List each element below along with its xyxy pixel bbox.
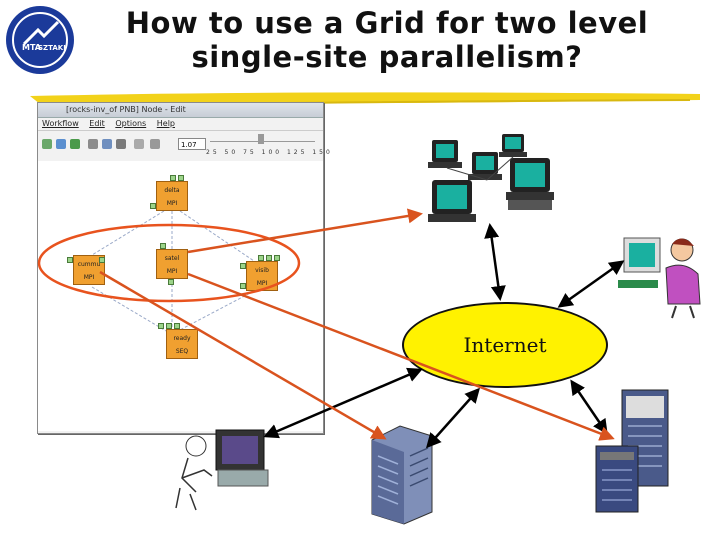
cut-icon[interactable] <box>88 139 98 149</box>
computer-icon <box>428 180 476 222</box>
node-type: MPI <box>83 274 95 281</box>
computer-icon <box>468 152 502 180</box>
user-at-computer-icon <box>175 429 269 511</box>
user-at-computer-icon <box>618 237 701 319</box>
logo-text-top: MTA <box>22 43 42 52</box>
logo-mark <box>22 20 60 46</box>
port[interactable] <box>240 263 246 269</box>
computer-icon <box>506 158 554 210</box>
port[interactable] <box>240 283 246 289</box>
refresh-icon[interactable] <box>70 139 80 149</box>
zoom-slider[interactable] <box>210 134 315 144</box>
new-icon[interactable] <box>42 139 52 149</box>
node-name: satel <box>164 255 180 262</box>
arrow-job-to-servers <box>187 272 615 441</box>
workflow-canvas[interactable]: delta MPI cummu MPI satel MPI visib MPI <box>38 161 323 431</box>
settings-icon[interactable] <box>150 139 160 149</box>
computer-icon <box>428 140 462 168</box>
port[interactable] <box>174 323 180 329</box>
help-icon[interactable] <box>134 139 144 149</box>
window-titlebar[interactable]: [rocks-inv_of PNB] Node - Edit <box>38 103 323 118</box>
menu-workflow[interactable]: Workflow <box>42 119 79 128</box>
edge-delta-cummu <box>91 210 165 256</box>
internet-cloud <box>402 302 608 388</box>
sztaki-logo: MTA SZTAKI <box>6 6 74 74</box>
zoom-ticks: 25 50 75 100 125 150 <box>206 149 333 156</box>
title-line-2: single-site parallelism? <box>191 40 583 74</box>
port[interactable] <box>178 175 184 181</box>
port[interactable] <box>158 323 164 329</box>
workflow-node-cummu[interactable]: cummu MPI <box>73 255 105 285</box>
arrow-user-internet <box>557 260 625 308</box>
port[interactable] <box>166 323 172 329</box>
port[interactable] <box>99 257 105 263</box>
menu-options[interactable]: Options <box>115 119 147 128</box>
node-type: MPI <box>166 268 178 275</box>
window-menubar: Workflow Edit Options Help <box>38 118 323 131</box>
menu-edit[interactable]: Edit <box>89 119 105 128</box>
arrow-sketchuser-internet <box>263 367 423 439</box>
window-title: [rocks-inv_of PNB] Node - Edit <box>66 105 186 114</box>
arrow-job-to-cluster <box>187 208 423 254</box>
port[interactable] <box>274 255 280 261</box>
node-type: MPI <box>166 200 178 207</box>
zoom-slider-knob[interactable] <box>258 134 264 144</box>
title-line-1: How to use a Grid for two level <box>125 6 649 40</box>
port[interactable] <box>160 243 166 249</box>
menu-help[interactable]: Help <box>156 119 175 128</box>
port[interactable] <box>150 203 156 209</box>
port[interactable] <box>67 257 73 263</box>
copy-icon[interactable] <box>102 139 112 149</box>
zoom-input[interactable]: 1.07 <box>178 138 206 150</box>
arrow-server-internet <box>426 387 480 449</box>
arrow-cluster-internet <box>484 223 506 301</box>
open-icon[interactable] <box>56 139 66 149</box>
logo-inner-ring <box>12 12 68 68</box>
node-type: MPI <box>256 280 268 287</box>
port[interactable] <box>266 255 272 261</box>
logo-text-bottom: SZTAKI <box>38 44 66 52</box>
node-name: delta <box>164 187 180 194</box>
paste-icon[interactable] <box>116 139 126 149</box>
computer-icon <box>499 134 527 157</box>
port[interactable] <box>170 175 176 181</box>
edge-cummu-ready <box>91 286 167 332</box>
server-rack-icon <box>595 389 669 513</box>
node-name: cummu <box>77 261 101 268</box>
arrow-job-to-server <box>99 270 387 440</box>
selection-ellipse <box>37 223 301 303</box>
workflow-node-ready[interactable]: ready SEQ <box>166 329 198 359</box>
page-title: How to use a Grid for two level single-s… <box>82 6 692 74</box>
workstation-cluster-icon <box>428 134 554 222</box>
internet-label: Internet <box>463 333 547 357</box>
node-name: visib <box>255 267 269 274</box>
port[interactable] <box>168 279 174 285</box>
server-rack-icon <box>371 425 433 525</box>
workflow-node-delta[interactable]: delta MPI <box>156 181 188 211</box>
arrow-servers-internet <box>570 379 608 435</box>
workflow-node-satel[interactable]: satel MPI <box>156 249 188 279</box>
node-name: ready <box>173 335 191 342</box>
node-type: SEQ <box>175 348 189 355</box>
port[interactable] <box>258 255 264 261</box>
